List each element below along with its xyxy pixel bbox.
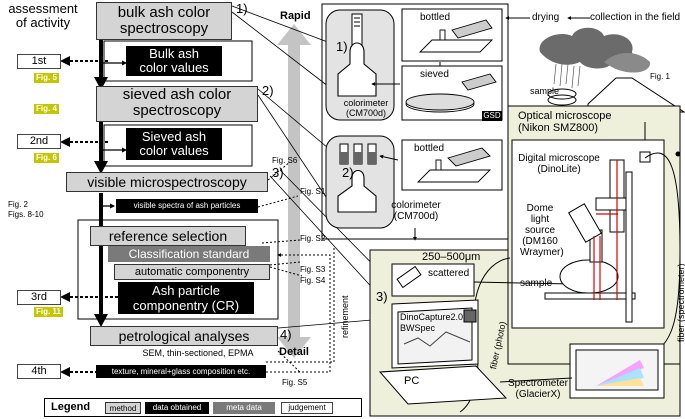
laptop-icon <box>378 299 508 405</box>
detail-label: Detail <box>279 346 309 358</box>
judgement-2nd: 2nd <box>17 134 61 149</box>
legend-title: Legend <box>51 401 91 413</box>
method-petrological-analyses: petrological analyses <box>90 326 278 346</box>
legend-judgement: judgement <box>281 402 333 414</box>
optical-microscope-label: Optical microscope (Nikon SMZ800) <box>518 110 612 134</box>
gsd-badge: GSD <box>482 111 502 121</box>
sample-vial-icon <box>396 265 422 289</box>
step-2-number-panel: 2) <box>342 165 354 180</box>
judgement-3rd: 3rd <box>17 290 61 305</box>
refinement-label: refinement <box>340 295 350 338</box>
fig-11-badge: Fig. 11 <box>34 307 63 317</box>
step-3-number: 3) <box>272 165 284 180</box>
fig-s4-label: Fig. S4 <box>300 276 326 285</box>
step-3-number-panel: 3) <box>376 289 388 304</box>
drying-label: drying <box>532 12 560 23</box>
colorimeter-label-2: colorimeter (CM700d) <box>391 200 441 222</box>
legend-method: method <box>105 402 141 414</box>
sieved-label: sieved <box>420 69 449 80</box>
bottled-label: bottled <box>420 12 451 23</box>
spectrometer-icon <box>569 343 665 399</box>
legend-data-obtained: data obtained <box>145 402 209 414</box>
bottled-label-2: bottled <box>414 143 445 154</box>
figs-8-10-label: Figs. 8-10 <box>8 210 44 219</box>
colorimeter-icon <box>337 143 377 213</box>
fig-5-badge: Fig. 5 <box>34 73 59 83</box>
assessment-label: assessment of activity <box>8 1 78 30</box>
method-bulk-ash: bulk ash color spectroscopy <box>96 2 232 40</box>
fig-4-badge: Fig. 4 <box>34 104 59 114</box>
step-4-number: 4) <box>280 327 292 342</box>
sample-stage-label: sample <box>520 278 553 289</box>
size-range-label: 250–500μm <box>422 251 481 263</box>
rapid-label: Rapid <box>280 10 311 22</box>
scattered-label: scattered <box>428 268 470 279</box>
method-reference-selection: reference selection <box>90 226 246 246</box>
legend-meta-data: meta data <box>213 402 275 414</box>
fig-s6-label: Fig. S6 <box>272 156 298 165</box>
meta-classification-standard: Classification standard <box>108 246 270 262</box>
judgement-1st: 1st <box>17 54 61 69</box>
sample-label: sample <box>530 86 560 96</box>
legend: Legend method data obtained meta data ju… <box>44 398 362 417</box>
pc-label: PC <box>404 375 420 387</box>
step-1-number-panel: 1) <box>336 39 348 54</box>
volcano-icon <box>539 27 685 113</box>
colorimeter-label-1: colorimeter (CM700d) <box>343 98 389 118</box>
method-sieved-ash: sieved ash color spectroscopy <box>96 86 258 122</box>
collection-label: collection in the field <box>590 12 681 23</box>
data-visible-spectra: visible spectra of ash particles <box>116 199 258 213</box>
data-bulk-color-values: Bulk ash color values <box>126 46 222 76</box>
spectrometer-label: Spectrometer (GlacierX) <box>507 378 569 400</box>
data-sieved-color-values: Sieved ash color values <box>126 128 222 160</box>
judgement-4th: 4th <box>17 364 61 379</box>
fig-s3-label: Fig. S3 <box>300 265 326 274</box>
fiber-spectrometer-label: fiber (spectrometer) <box>676 263 685 342</box>
method-visible-microspectroscopy: visible microspectroscopy <box>66 172 268 192</box>
meta-automatic-componentry: automatic componentry <box>114 264 270 280</box>
data-texture-composition: texture, mineral+glass composition etc. <box>96 365 266 378</box>
fig-s5-label: Fig. S5 <box>282 378 308 387</box>
dome-light-label: Dome light source (DM160 Wraymer) <box>520 203 564 258</box>
petro-subtext: SEM, thin-sectioned, EPMA <box>142 348 254 358</box>
fig-6-badge: Fig. 6 <box>34 153 59 163</box>
software-label: DinoCapture2.0 BWSpec <box>400 312 464 333</box>
fig-s1-label: Fig. S1 <box>300 187 326 196</box>
data-ash-particle-componentry: Ash particle componentry (CR) <box>118 282 254 314</box>
digital-microscope-label: Digital microscope (DinoLite) <box>518 153 600 175</box>
step-2-number: 2) <box>262 83 274 98</box>
fig-s2-label: Fig. S2 <box>300 234 326 243</box>
fig-1-label: Fig. 1 <box>650 72 671 81</box>
step-1-number: 1) <box>236 1 248 16</box>
fig-2-label: Fig. 2 <box>8 200 29 209</box>
colorimeter-icon <box>337 13 377 97</box>
